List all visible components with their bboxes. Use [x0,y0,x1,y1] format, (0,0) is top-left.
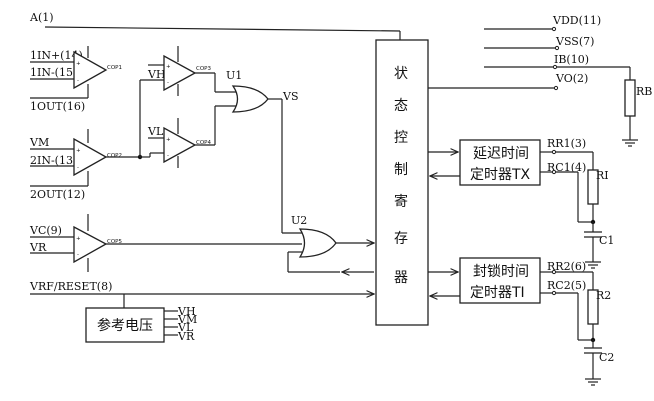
svg-text:定时器TX: 定时器TX [470,167,531,183]
svg-text:VC(9): VC(9) [29,224,62,237]
svg-text:+: + [76,236,81,242]
svg-text:寄: 寄 [394,193,408,210]
comparator-1: 1IN+(14) 1IN-(15) 1OUT(16) + - COP1 [30,46,122,113]
svg-text:U2: U2 [291,214,307,227]
svg-text:VO(2): VO(2) [555,72,588,85]
or-gate-u2: U2 [287,214,374,272]
pin-a1: A(1) [29,11,401,40]
svg-text:制: 制 [394,162,408,178]
svg-text:C1: C1 [599,234,614,247]
svg-text:R2: R2 [596,289,611,302]
delay-timer-block: 延迟时间 定时器TX RR1(3) RC1(4) RI C1 [428,137,614,269]
svg-text:VH: VH [177,305,196,318]
or-gate-u1: U1 VS [226,69,302,234]
svg-text:2IN-(13): 2IN-(13) [30,154,77,167]
svg-text:1IN-(15): 1IN-(15) [30,66,77,79]
comparator-4: VL + - COP4 [147,105,236,168]
svg-text:参考电压: 参考电压 [97,317,153,334]
svg-text:存: 存 [394,231,408,247]
svg-text:U1: U1 [226,69,242,82]
svg-text:VM: VM [29,136,49,149]
svg-text:COP3: COP3 [196,66,211,72]
svg-text:器: 器 [394,270,408,286]
svg-text:VH: VH [147,68,166,81]
svg-text:-: - [77,252,79,258]
svg-text:1OUT(16): 1OUT(16) [30,100,85,113]
svg-text:+: + [76,61,81,67]
svg-text:VS: VS [282,90,298,103]
svg-text:VDD(11): VDD(11) [552,14,601,27]
svg-text:VM: VM [177,313,197,326]
comparator-5: VC(9) VR + - COP5 [29,214,302,272]
svg-text:控: 控 [394,130,408,146]
svg-text:-: - [167,80,169,86]
lockout-timer-block: 封锁时间 定时器TI RR2(6) RC2(5) R2 C2 [428,257,614,386]
reference-voltage-block: 参考电压 VH VM VL VR [85,305,197,343]
svg-text:态: 态 [394,98,408,114]
svg-text:定时器TI: 定时器TI [470,285,525,301]
svg-text:VL: VL [147,125,164,138]
svg-text:RI: RI [596,169,609,182]
vrf-reset-line: VRF/RESET(8) [29,280,374,308]
svg-text:+: + [166,137,171,143]
svg-text:COP1: COP1 [107,65,122,71]
svg-text:VRF/RESET(8): VRF/RESET(8) [29,280,112,293]
svg-text:-: - [167,153,169,159]
svg-text:VR: VR [177,330,195,343]
svg-text:C2: C2 [599,351,614,364]
svg-text:延迟时间: 延迟时间 [473,146,529,162]
svg-text:封锁时间: 封锁时间 [473,264,529,280]
svg-text:RC1(4): RC1(4) [547,161,586,174]
svg-text:A(1): A(1) [29,11,54,24]
comparator-3: VH + - COP3 [147,46,236,96]
svg-text:VSS(7): VSS(7) [555,35,594,48]
svg-text:+: + [166,64,171,70]
svg-text:2OUT(12): 2OUT(12) [30,188,85,201]
svg-text:IB(10): IB(10) [554,53,589,66]
svg-text:状: 状 [394,66,408,82]
svg-text:COP5: COP5 [107,239,122,245]
svg-text:RR2(6): RR2(6) [547,260,586,273]
svg-text:+: + [76,148,81,154]
svg-text:1IN+(14): 1IN+(14) [30,49,83,62]
svg-text:RC2(5): RC2(5) [547,279,586,292]
svg-text:VL: VL [177,321,194,334]
svg-text:-: - [77,78,79,84]
svg-text:COP2: COP2 [107,153,122,159]
comparator-2: VM 2IN-(13) 2OUT(12) + - COP2 [29,79,164,201]
svg-text:RB: RB [636,85,652,98]
svg-text:RR1(3): RR1(3) [547,137,586,150]
svg-text:VR: VR [29,241,47,254]
supply-pins: VDD(11) VSS(7) IB(10) VO(2) RB [428,14,652,147]
state-control-register: 状 态 控 制 寄 存 器 [375,39,429,326]
svg-text:-: - [77,165,79,171]
svg-text:COP4: COP4 [196,140,211,146]
